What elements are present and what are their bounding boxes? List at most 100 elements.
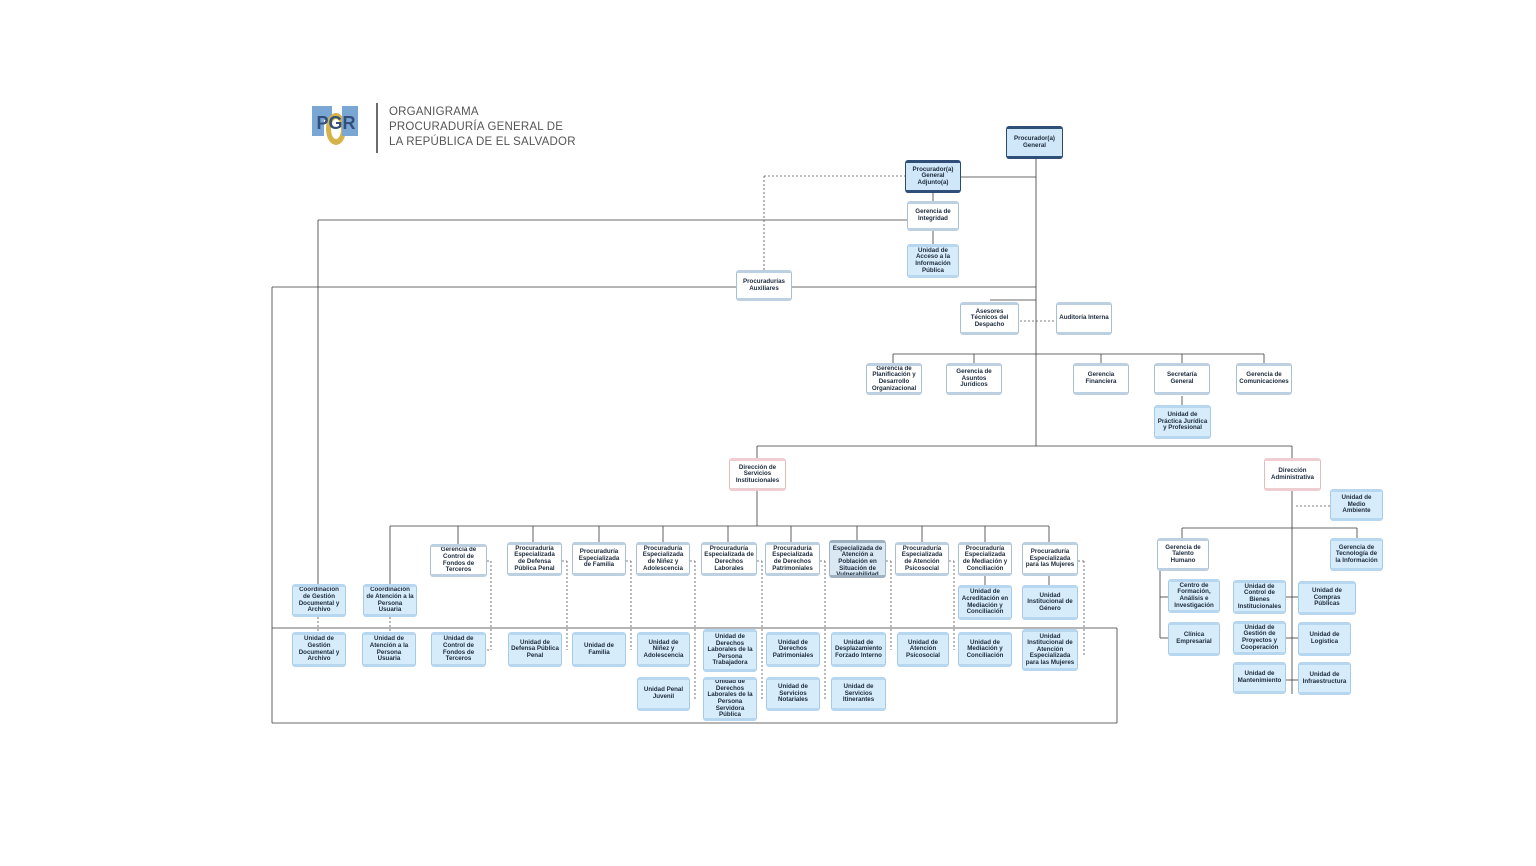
node-unidad-practica-juridica[interactable]: Unidad de Práctica Jurídica y Profesiona… [1154, 405, 1211, 439]
node-unidad-penal-juvenil[interactable]: Unidad Penal Juvenil [637, 677, 690, 711]
node-gerencia-control-fondos[interactable]: Gerencia de Control de Fondos de Tercero… [430, 544, 487, 577]
node-unidad-itinerantes[interactable]: Unidad de Servicios Itinerantes [831, 677, 886, 711]
pgr-logo: PGR ORGANIGRAMA PROCURADURÍA GENERAL DE … [312, 103, 576, 153]
node-unidad-control-bienes[interactable]: Unidad de Control de Bienes Instituciona… [1233, 580, 1286, 614]
node-procurador-general[interactable]: Procurador(a) General [1006, 126, 1063, 159]
logo-letters: PGR [316, 113, 355, 133]
node-unidad-notariales[interactable]: Unidad de Servicios Notariales [766, 677, 820, 711]
node-unidad-acceso-informacion[interactable]: Unidad de Acceso a la Información Públic… [907, 244, 959, 278]
node-unidad-mantenimiento[interactable]: Unidad de Mantenimiento [1233, 662, 1286, 694]
node-label: Unidad de Servicios Notariales [778, 683, 808, 704]
node-proc-ninez[interactable]: Procuraduría Especializada de Niñez y Ad… [636, 542, 690, 576]
node-unidad-proyectos[interactable]: Unidad de Gestión de Proyectos y Coopera… [1233, 621, 1286, 655]
node-label: Unidad de Servicios Itinerantes [842, 683, 875, 704]
node-label: Unidad de Control de Bienes Instituciona… [1237, 582, 1282, 610]
node-proc-mediacion[interactable]: Procuraduría Especializada de Mediación … [958, 542, 1012, 576]
title-line-1: ORGANIGRAMA [389, 106, 479, 118]
node-unidad-atencion-mujeres[interactable]: Unidad Institucional de Atención Especia… [1022, 629, 1078, 671]
node-coord-gestion-documental[interactable]: Coordinación de Gestión Documental y Arc… [292, 584, 346, 617]
node-unidad-gestion-documental[interactable]: Unidad de Gestión Documental y Archivo [292, 632, 346, 667]
logo-divider [376, 103, 378, 153]
node-label: Unidad Institucional de Atención Especia… [1025, 632, 1075, 666]
header-title: ORGANIGRAMA PROCURADURÍA GENERAL DE LA R… [389, 105, 576, 150]
node-label: Coordinación de Atención a la Persona Us… [366, 586, 414, 614]
node-label: Procuraduría Especializada de Mediación … [962, 544, 1008, 572]
node-unidad-atencion-usuaria[interactable]: Unidad de Atención a la Persona Usuaria [362, 632, 416, 667]
node-label: Unidad de Práctica Jurídica y Profesiona… [1157, 411, 1208, 432]
node-proc-psicosocial[interactable]: Procuraduría Especializada de Atención P… [895, 542, 949, 576]
node-label: Unidad de Atención a la Persona Usuaria [369, 635, 409, 663]
node-proc-mujeres[interactable]: Procuraduría Especializada para las Muje… [1022, 542, 1078, 576]
node-unidad-control-fondos[interactable]: Unidad de Control de Fondos de Terceros [431, 632, 486, 667]
node-label: Unidad de Medio Ambiente [1341, 494, 1372, 515]
node-proc-vulnerabilidad[interactable]: Procuraduría Especializada de Atención a… [829, 540, 886, 578]
node-unidad-laborales-servidora[interactable]: Unidad de Derechos Laborales de la Perso… [703, 677, 757, 721]
node-label: Unidad de Defensa Pública Penal [511, 638, 559, 659]
node-gerencia-asuntos-juridicos[interactable]: Gerencia de Asuntos Jurídicos [946, 363, 1002, 395]
node-label: Procuraduría Especializada de Derechos L… [704, 544, 754, 572]
node-label: Secretaría General [1167, 371, 1197, 385]
node-label: Unidad de Infraestructura [1302, 670, 1347, 685]
node-gerencia-integridad[interactable]: Gerencia de Integridad [907, 201, 959, 231]
node-label: Gerencia de Talento Humano [1165, 543, 1201, 564]
title-line-2: PROCURADURÍA GENERAL DE [389, 121, 564, 133]
node-centro-formacion[interactable]: Centro de Formación, Análisis e Investig… [1168, 579, 1220, 613]
node-label: Unidad Institucional de Género [1027, 591, 1073, 612]
node-unidad-familia[interactable]: Unidad de Familia [572, 632, 626, 667]
node-gerencia-planificacion[interactable]: Gerencia de Planificación y Desarrollo O… [866, 363, 922, 395]
node-unidad-genero[interactable]: Unidad Institucional de Género [1022, 585, 1078, 620]
node-direccion-servicios[interactable]: Dirección de Servicios Institucionales [729, 458, 786, 491]
node-label: Procuraduría Especializada de Niñez y Ad… [642, 544, 684, 572]
node-label: Unidad de Acreditación en Mediación y Co… [961, 588, 1009, 616]
node-gerencia-financiera[interactable]: Gerencia Financiera [1073, 363, 1129, 395]
node-unidad-mediacion[interactable]: Unidad de Mediación y Conciliación [958, 632, 1012, 667]
node-label: Unidad de Logística [1309, 631, 1340, 645]
node-unidad-compras[interactable]: Unidad de Compras Públicas [1298, 581, 1356, 615]
node-proc-patrimoniales[interactable]: Procuraduría Especializada de Derechos P… [765, 542, 820, 576]
node-label: Unidad de Control de Fondos de Terceros [442, 635, 475, 663]
node-proc-familia[interactable]: Procuraduría Especializada de Familia [572, 542, 626, 576]
node-coord-atencion-usuaria[interactable]: Coordinación de Atención a la Persona Us… [363, 584, 417, 617]
node-label: Unidad de Familia [584, 641, 614, 656]
node-unidad-psicosocial[interactable]: Unidad de Atención Psicosocial [897, 632, 949, 667]
node-label: Procuraduría Especializada de Familia [578, 548, 620, 569]
node-gerencia-comunicaciones[interactable]: Gerencia de Comunicaciones [1236, 363, 1292, 395]
node-label: Gerencia de Integridad [915, 208, 951, 222]
node-label: Procurador(a) General [1014, 134, 1055, 149]
node-label: Gerencia de Tecnología de la Información [1335, 543, 1378, 564]
node-procuradurias-auxiliares[interactable]: Procuradurías Auxiliares [736, 270, 792, 301]
node-secretaria-general[interactable]: Secretaría General [1154, 363, 1210, 395]
node-gerencia-tecnologia[interactable]: Gerencia de Tecnología de la Información [1330, 538, 1383, 571]
node-label: Clínica Empresarial [1176, 631, 1212, 645]
node-unidad-desplazamiento[interactable]: Unidad de Desplazamiento Forzado Interno [831, 632, 886, 667]
node-unidad-patrimoniales[interactable]: Unidad de Derechos Patrimoniales [766, 632, 820, 667]
node-proc-defensa-penal[interactable]: Procuraduría Especializada de Defensa Pú… [507, 542, 562, 576]
node-label: Unidad de Derechos Patrimoniales [772, 638, 814, 659]
node-asesores-tecnicos[interactable]: Asesores Técnicos del Despacho [960, 302, 1019, 335]
node-label: Procuraduría Especializada de Derechos P… [772, 544, 813, 572]
node-procurador-adjunto[interactable]: Procurador(a) General Adjunto(a) [905, 160, 961, 193]
node-unidad-infraestructura[interactable]: Unidad de Infraestructura [1298, 662, 1351, 695]
node-unidad-medio-ambiente[interactable]: Unidad de Medio Ambiente [1330, 489, 1383, 521]
node-unidad-logistica[interactable]: Unidad de Logística [1298, 622, 1351, 656]
node-label: Unidad de Desplazamiento Forzado Interno [834, 638, 883, 659]
node-label: Unidad de Gestión de Proyectos y Coopera… [1240, 623, 1279, 651]
node-label: Centro de Formación, Análisis e Investig… [1174, 581, 1214, 609]
node-label: Unidad de Derechos Laborales de la Perso… [707, 633, 753, 667]
node-unidad-defensa-penal[interactable]: Unidad de Defensa Pública Penal [508, 632, 562, 667]
node-auditoria-interna[interactable]: Auditoría Interna [1056, 302, 1112, 335]
node-label: Gerencia Financiera [1085, 371, 1117, 385]
node-unidad-ninez[interactable]: Unidad de Niñez y Adolescencia [637, 632, 690, 667]
node-unidad-acreditacion[interactable]: Unidad de Acreditación en Mediación y Co… [958, 585, 1012, 620]
node-label: Auditoría Interna [1059, 314, 1109, 322]
node-gerencia-talento[interactable]: Gerencia de Talento Humano [1157, 538, 1209, 571]
node-clinica-empresarial[interactable]: Clínica Empresarial [1168, 622, 1220, 656]
node-direccion-administrativa[interactable]: Dirección Administrativa [1264, 458, 1321, 491]
node-label: Asesores Técnicos del Despacho [970, 307, 1009, 328]
title-line-3: LA REPÚBLICA DE EL SALVADOR [389, 136, 576, 148]
node-label: Unidad de Derechos Laborales de la Perso… [707, 678, 753, 719]
node-proc-laborales[interactable]: Procuraduría Especializada de Derechos L… [701, 542, 757, 576]
node-unidad-laborales-trabajadora[interactable]: Unidad de Derechos Laborales de la Perso… [703, 629, 757, 672]
node-label: Gerencia de Asuntos Jurídicos [956, 368, 992, 389]
